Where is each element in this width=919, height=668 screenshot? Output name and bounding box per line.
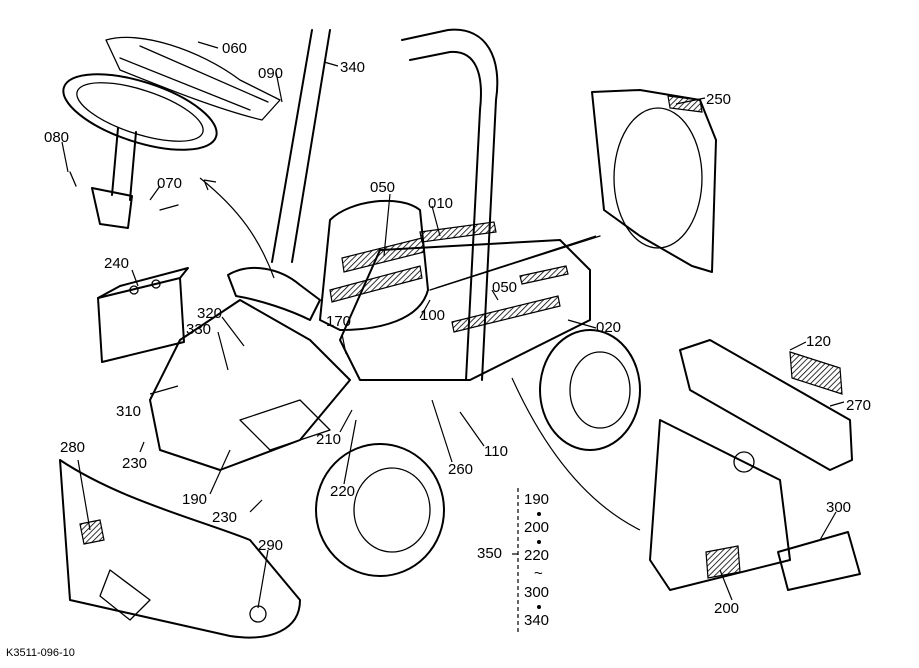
battery (97, 267, 189, 363)
fender-platform (339, 221, 601, 381)
group-dot (537, 605, 541, 609)
group-item-190: 190 (524, 491, 549, 508)
callout-090: 090 (258, 65, 283, 82)
callout-190: 190 (182, 491, 207, 508)
group-item-300: 300 (524, 584, 549, 601)
callout-220: 220 (330, 483, 355, 500)
callout-200: 200 (714, 600, 739, 617)
callout-240: 240 (104, 255, 129, 272)
callout-070: 070 (157, 175, 182, 192)
radiator-shroud (591, 89, 717, 273)
group-dot (537, 540, 541, 544)
callout-230-lower: 230 (212, 509, 237, 526)
callout-230-left: 230 (122, 455, 147, 472)
callout-340: 340 (340, 59, 365, 76)
callout-250: 250 (706, 91, 731, 108)
callout-050-seat: 050 (370, 179, 395, 196)
callout-170: 170 (326, 313, 351, 330)
group-item-220: 220 (524, 547, 549, 564)
callout-080: 080 (44, 129, 69, 146)
callout-290: 290 (258, 537, 283, 554)
group-350-list: 190 200 220 ~ 300 340 (512, 488, 549, 632)
group-item-340: 340 (524, 612, 549, 629)
leader-lines (61, 41, 845, 609)
tires (315, 329, 641, 577)
callout-labels: 060 090 340 080 070 250 050 010 240 050 … (44, 40, 871, 617)
callout-260: 260 (448, 461, 473, 478)
group-item-200: 200 (524, 519, 549, 536)
callout-270: 270 (846, 397, 871, 414)
diagram-code: K3511-096-10 (6, 647, 75, 659)
callout-100: 100 (420, 307, 445, 324)
callout-300: 300 (826, 499, 851, 516)
callout-330: 330 (186, 321, 211, 338)
mower-deck (59, 459, 301, 639)
callout-310: 310 (116, 403, 141, 420)
callout-210: 210 (316, 431, 341, 448)
dash-and-hood (149, 267, 351, 471)
callout-060: 060 (222, 40, 247, 57)
seat (319, 199, 429, 331)
callout-120: 120 (806, 333, 831, 350)
front-grille (649, 339, 861, 591)
rollbar (271, 28, 499, 381)
group-item-tilde: ~ (534, 565, 543, 582)
callout-320: 320 (197, 305, 222, 322)
callout-280: 280 (60, 439, 85, 456)
callout-010: 010 (428, 195, 453, 212)
steering-assembly (62, 36, 281, 229)
callout-050-fender: 050 (492, 279, 517, 296)
callout-350: 350 (477, 545, 502, 562)
group-dot (537, 512, 541, 516)
callout-110: 110 (484, 443, 508, 460)
callout-020: 020 (596, 319, 621, 336)
